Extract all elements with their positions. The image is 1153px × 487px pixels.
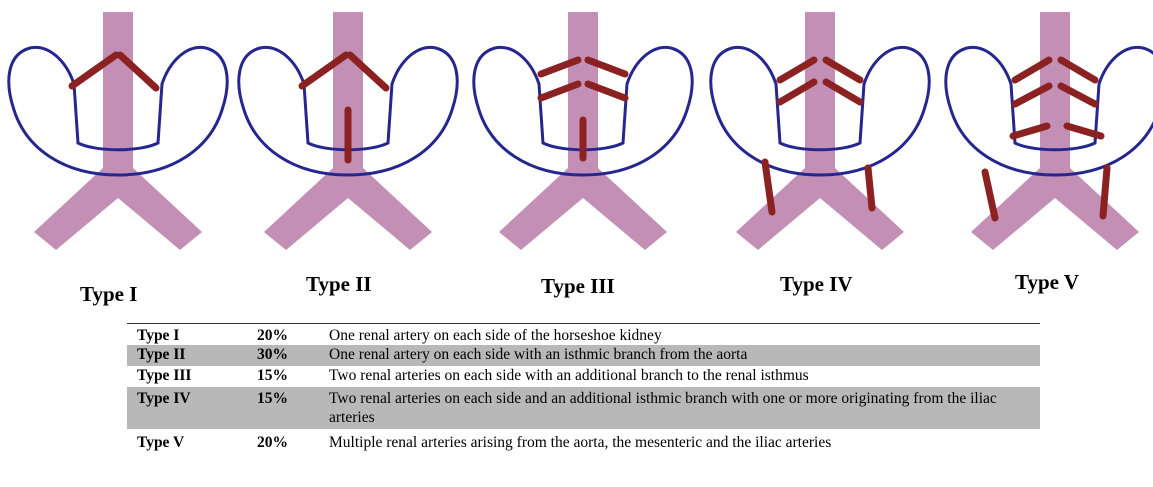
diagram-label-type-i: Type I bbox=[80, 282, 137, 307]
renal-artery bbox=[868, 168, 872, 208]
diagram-type-2 bbox=[239, 12, 457, 250]
horseshoe-kidney-diagrams bbox=[0, 0, 1153, 300]
diagram-label-type-iii: Type III bbox=[541, 274, 615, 299]
diagram-type-3 bbox=[474, 12, 692, 250]
renal-artery bbox=[1103, 168, 1107, 216]
renal-artery-type-table: Type I 20% One renal artery on each side… bbox=[127, 323, 1040, 452]
table-row: Type IV 15% Two renal arteries on each s… bbox=[127, 387, 1040, 429]
description-cell: Two renal arteries on each side with an … bbox=[319, 366, 1040, 387]
type-cell: Type V bbox=[127, 429, 247, 452]
diagram-type-5 bbox=[946, 12, 1153, 250]
percent-cell: 20% bbox=[247, 429, 319, 452]
percent-cell: 15% bbox=[247, 387, 319, 429]
renal-artery bbox=[985, 172, 995, 218]
diagram-type-1 bbox=[9, 12, 227, 250]
table-row: Type V 20% Multiple renal arteries arisi… bbox=[127, 429, 1040, 452]
table-row: Type I 20% One renal artery on each side… bbox=[127, 324, 1040, 346]
type-cell: Type IV bbox=[127, 387, 247, 429]
type-cell: Type III bbox=[127, 366, 247, 387]
aorta-shape bbox=[736, 12, 904, 250]
percent-cell: 20% bbox=[247, 324, 319, 346]
percent-cell: 30% bbox=[247, 345, 319, 366]
description-cell: Multiple renal arteries arising from the… bbox=[319, 429, 1040, 452]
aorta-shape bbox=[34, 12, 202, 250]
diagram-type-4 bbox=[711, 12, 929, 250]
table-row: Type III 15% Two renal arteries on each … bbox=[127, 366, 1040, 387]
description-cell: Two renal arteries on each side and an a… bbox=[319, 387, 1040, 429]
description-cell: One renal artery on each side of the hor… bbox=[319, 324, 1040, 346]
type-cell: Type II bbox=[127, 345, 247, 366]
percent-cell: 15% bbox=[247, 366, 319, 387]
type-cell: Type I bbox=[127, 324, 247, 346]
diagram-label-type-v: Type V bbox=[1015, 270, 1079, 295]
table-row: Type II 30% One renal artery on each sid… bbox=[127, 345, 1040, 366]
diagram-label-type-ii: Type II bbox=[306, 272, 372, 297]
diagram-label-type-iv: Type IV bbox=[780, 272, 853, 297]
description-cell: One renal artery on each side with an is… bbox=[319, 345, 1040, 366]
